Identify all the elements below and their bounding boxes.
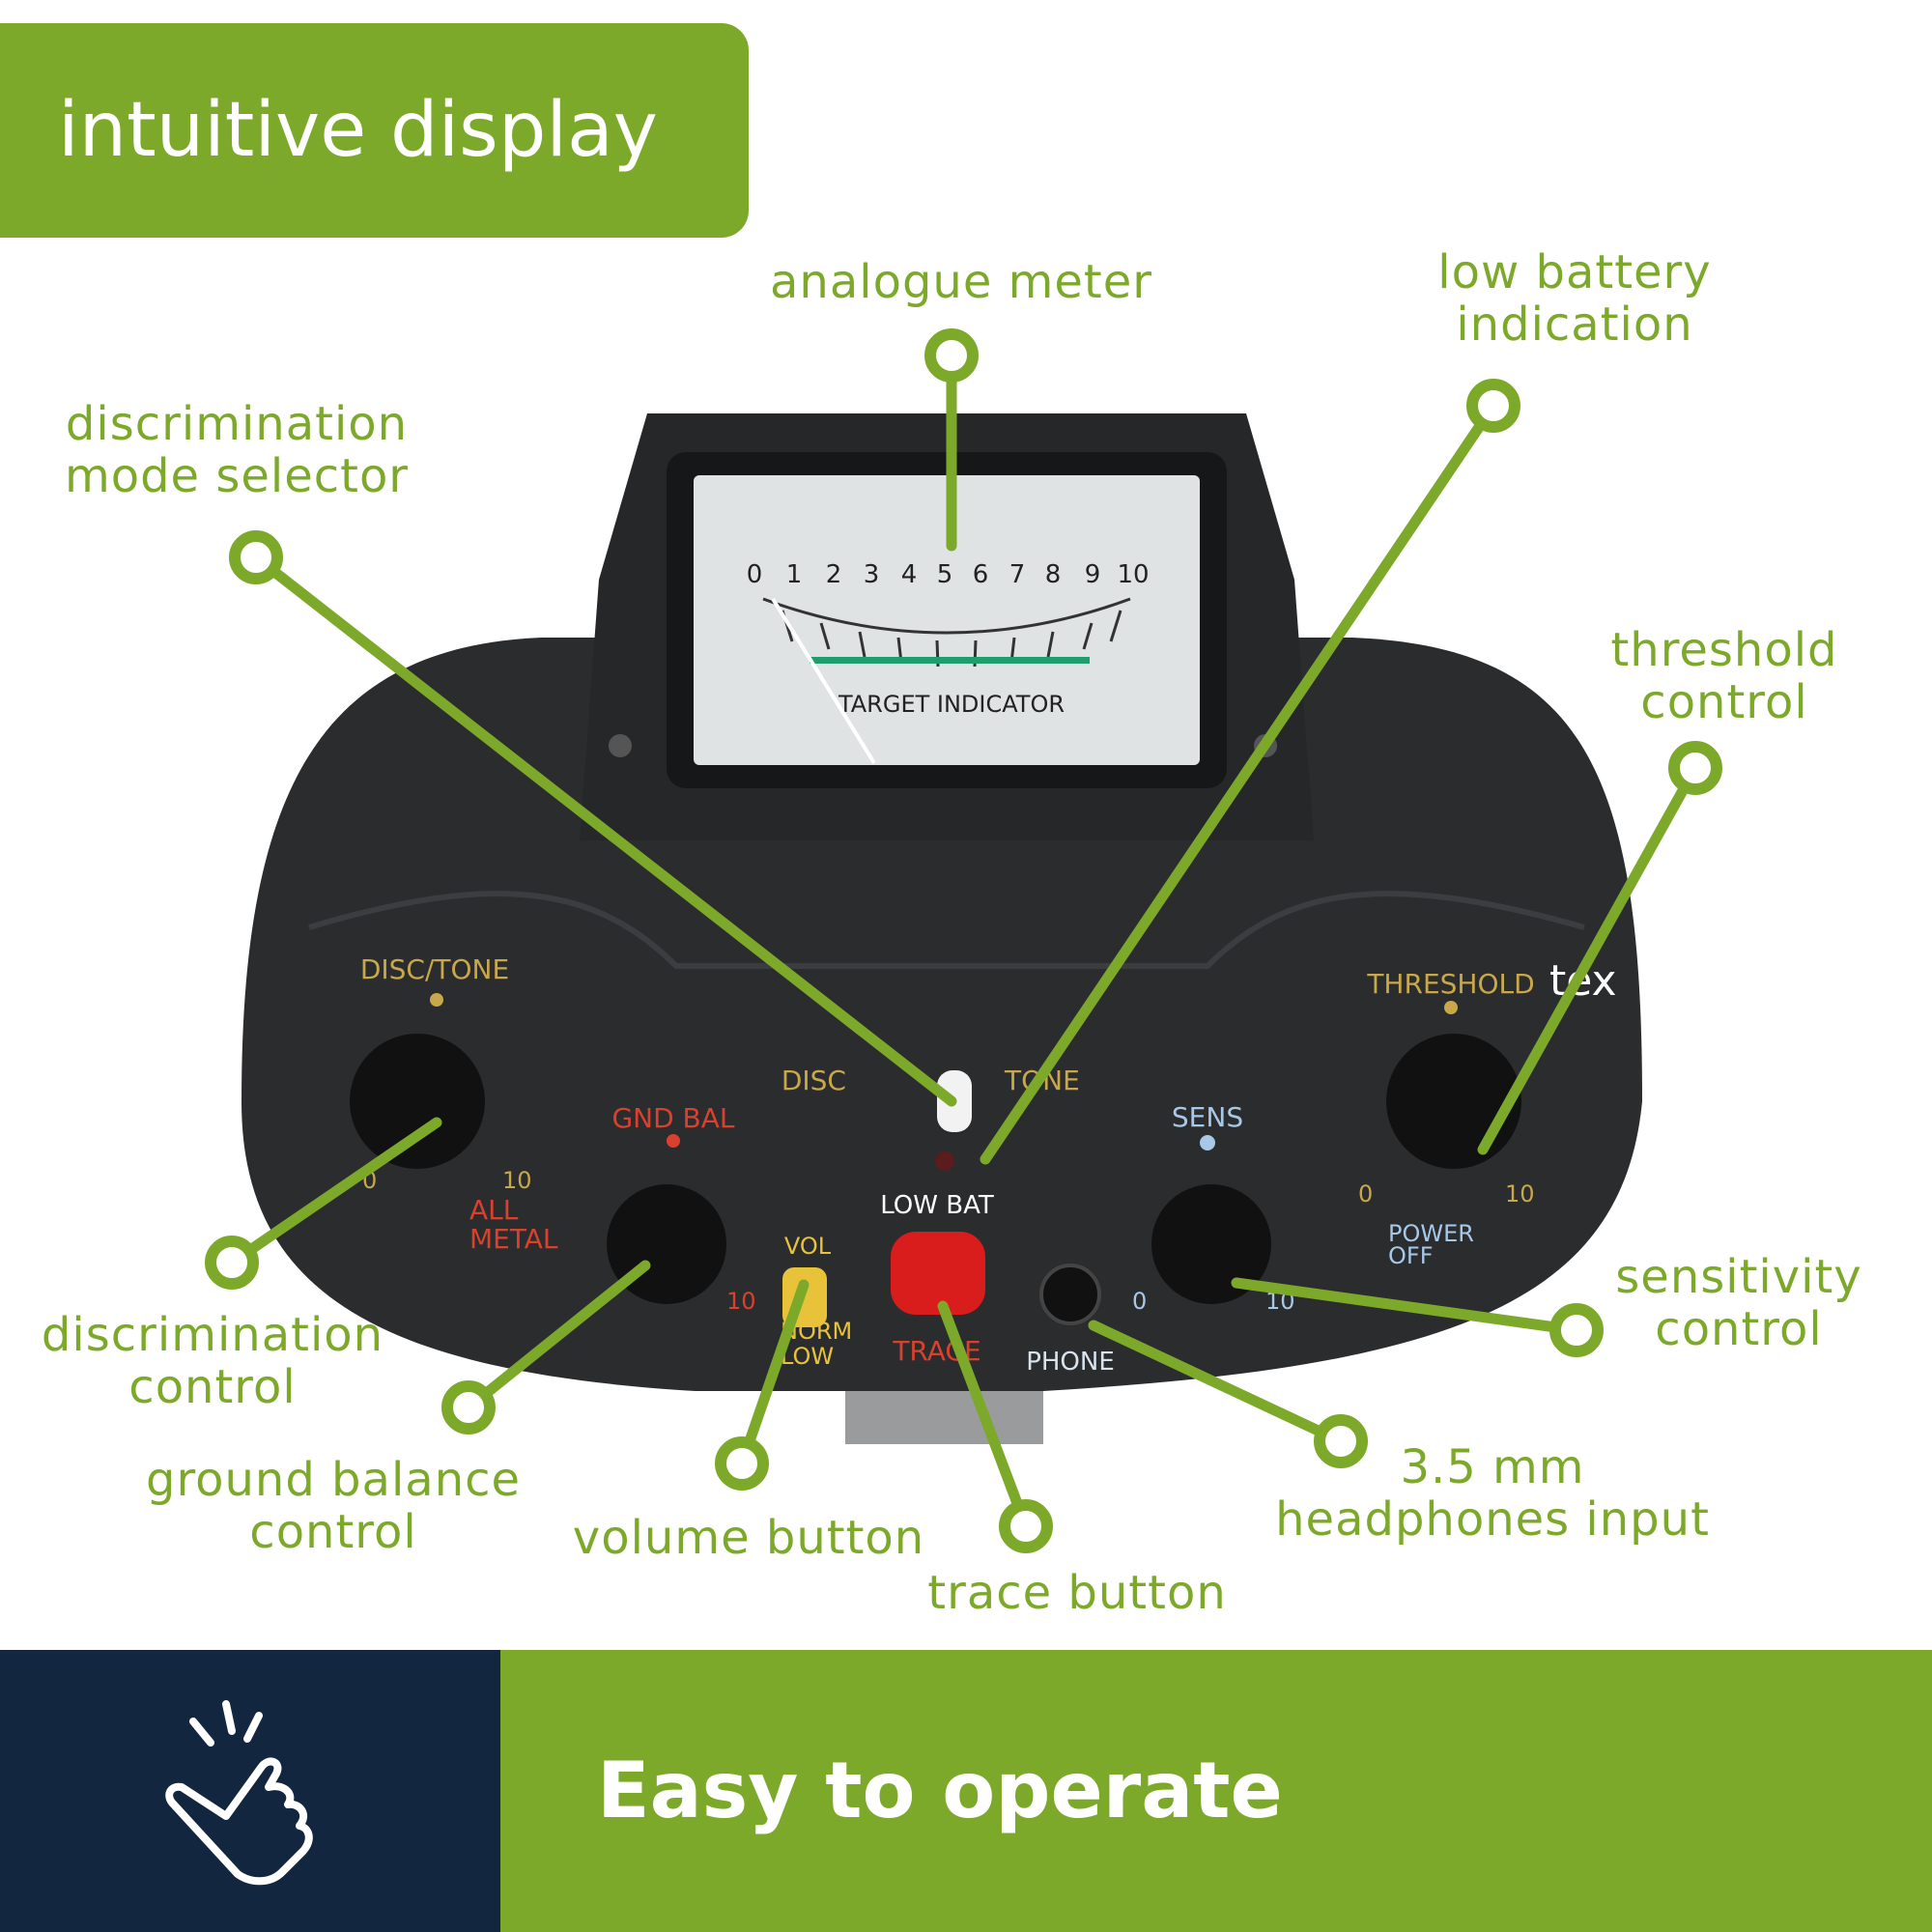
label-line: low battery <box>1437 245 1712 299</box>
knob-min-label: 0 <box>1132 1288 1147 1315</box>
disc-label: DISC <box>781 1065 846 1096</box>
threshold-label: THRESHOLD <box>1366 968 1534 1000</box>
label-trace: trace button <box>903 1567 1251 1619</box>
meter-tick-label: 2 <box>826 560 842 589</box>
indicator-dot <box>1444 1001 1458 1014</box>
low-label: LOW <box>781 1343 834 1370</box>
label-line: ground balance <box>145 1453 522 1507</box>
meter-tick-label: 5 <box>937 560 953 589</box>
label-line: indication <box>1456 298 1693 352</box>
tap-hand-icon <box>165 1700 313 1886</box>
vol-label: VOL <box>784 1233 832 1260</box>
meter-green-band <box>810 657 1090 664</box>
off-label: OFF <box>1388 1242 1434 1269</box>
power-label: POWER <box>1388 1220 1474 1247</box>
meter-face <box>694 475 1200 765</box>
indicator-dot <box>1200 1135 1215 1151</box>
meter-tick-label: 1 <box>786 560 803 589</box>
callouts <box>226 350 1701 1532</box>
label-discrimination-mode: discrimination mode selector <box>34 398 440 502</box>
low-bat-label: LOW BAT <box>880 1191 994 1220</box>
label-line: control <box>128 1360 297 1414</box>
sensitivity-knob[interactable] <box>1151 1184 1271 1304</box>
label-line: volume button <box>572 1511 925 1565</box>
meter-tick-label: 8 <box>1045 560 1062 589</box>
disc-tone-label: DISC/TONE <box>360 953 509 985</box>
phone-label: PHONE <box>1026 1348 1115 1377</box>
metal-label: METAL <box>469 1223 558 1255</box>
meter-caption: TARGET INDICATOR <box>838 691 1065 718</box>
label-line: headphones input <box>1275 1492 1710 1547</box>
disc-tone-knob[interactable] <box>350 1034 485 1169</box>
low-bat-led <box>935 1151 954 1171</box>
meter-tick-label: 10 <box>1117 560 1149 589</box>
label-line: control <box>1640 675 1808 729</box>
label-threshold: threshold control <box>1565 624 1884 728</box>
threshold-knob[interactable] <box>1386 1034 1521 1169</box>
meter-tick-label: 3 <box>864 560 880 589</box>
meter-arc <box>762 597 1131 635</box>
indicator-dot <box>430 993 443 1007</box>
label-line: trace button <box>927 1566 1227 1620</box>
meter-tick-label: 6 <box>973 560 989 589</box>
sens-label: SENS <box>1172 1101 1243 1133</box>
knob-max-label: 10 <box>1505 1180 1535 1208</box>
label-line: discrimination <box>65 397 409 451</box>
callout-rings <box>205 328 1722 1553</box>
housing-screw <box>609 734 632 757</box>
header-title: intuitive display <box>58 87 658 174</box>
indicator-dot <box>667 1134 680 1148</box>
label-line: analogue meter <box>769 255 1152 309</box>
label-ground-balance: ground balance control <box>116 1454 551 1558</box>
all-label: ALL <box>469 1194 519 1226</box>
meter-scale: 0 1 2 3 4 5 6 7 8 9 10 TARGET INDICATOR <box>747 560 1150 765</box>
meter-needle <box>771 597 876 765</box>
label-line: 3.5 mm <box>1400 1440 1585 1494</box>
label-headphones: 3.5 mm headphones input <box>1236 1441 1748 1546</box>
knob-max-label: 10 <box>502 1167 532 1194</box>
footer-title: Easy to operate <box>597 1746 1283 1835</box>
label-line: sensitivity <box>1615 1250 1862 1304</box>
meter-tick-label: 4 <box>901 560 918 589</box>
trace-button[interactable] <box>891 1232 985 1315</box>
phone-jack[interactable] <box>1039 1264 1101 1325</box>
label-line: control <box>1655 1302 1823 1356</box>
label-sensitivity: sensitivity control <box>1579 1251 1898 1355</box>
label-line: control <box>249 1505 417 1559</box>
label-line: threshold <box>1610 623 1838 677</box>
footer-icon-panel <box>0 1650 500 1932</box>
label-low-battery: low battery indication <box>1381 246 1768 351</box>
label-line: discrimination <box>41 1308 384 1362</box>
knob-max-label: 10 <box>726 1288 756 1315</box>
footer-banner: Easy to operate <box>500 1650 1932 1932</box>
label-analogue-meter: analogue meter <box>734 256 1188 308</box>
meter-tick-label: 0 <box>747 560 763 589</box>
meter-tick-label: 7 <box>1009 560 1026 589</box>
body-rim <box>308 891 1585 969</box>
label-discrimination-control: discrimination control <box>14 1309 411 1413</box>
label-volume: volume button <box>536 1512 961 1564</box>
gnd-bal-label: GND BAL <box>611 1102 734 1134</box>
knob-min-label: 0 <box>1358 1180 1373 1208</box>
label-line: mode selector <box>64 449 410 503</box>
meter-tick-label: 9 <box>1085 560 1101 589</box>
header-badge: intuitive display <box>0 23 749 238</box>
